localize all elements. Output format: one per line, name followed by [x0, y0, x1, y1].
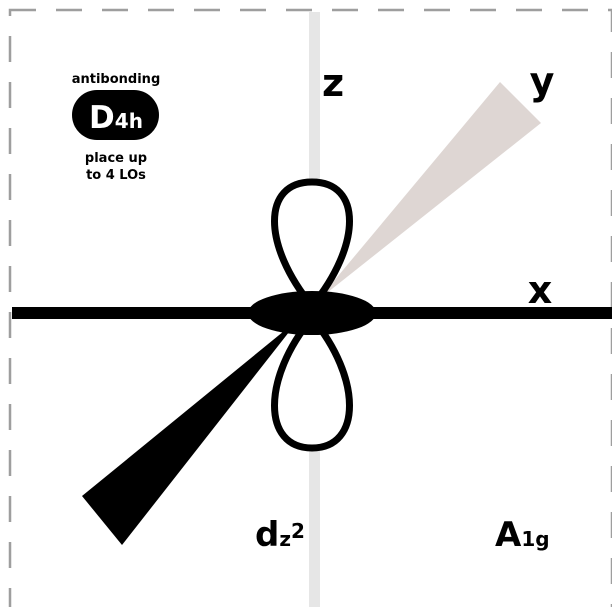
z-axis-label: z: [322, 61, 344, 105]
y-axis-front-wedge: [82, 318, 300, 545]
instruction-line-1: place up: [85, 151, 147, 166]
dz2-upper-lobe: [275, 182, 350, 306]
symmetry-label: A1g: [495, 515, 550, 555]
x-axis-label: x: [528, 268, 553, 312]
dz2-lower-lobe: [275, 318, 350, 448]
bonding-type-label: antibonding: [72, 72, 161, 87]
dz2-torus: [248, 291, 376, 335]
orbital-name: dz2: [255, 515, 305, 555]
y-axis-label: y: [530, 59, 555, 103]
instruction-line-2: to 4 LOs: [86, 168, 146, 183]
y-axis-wedge: [318, 82, 541, 300]
